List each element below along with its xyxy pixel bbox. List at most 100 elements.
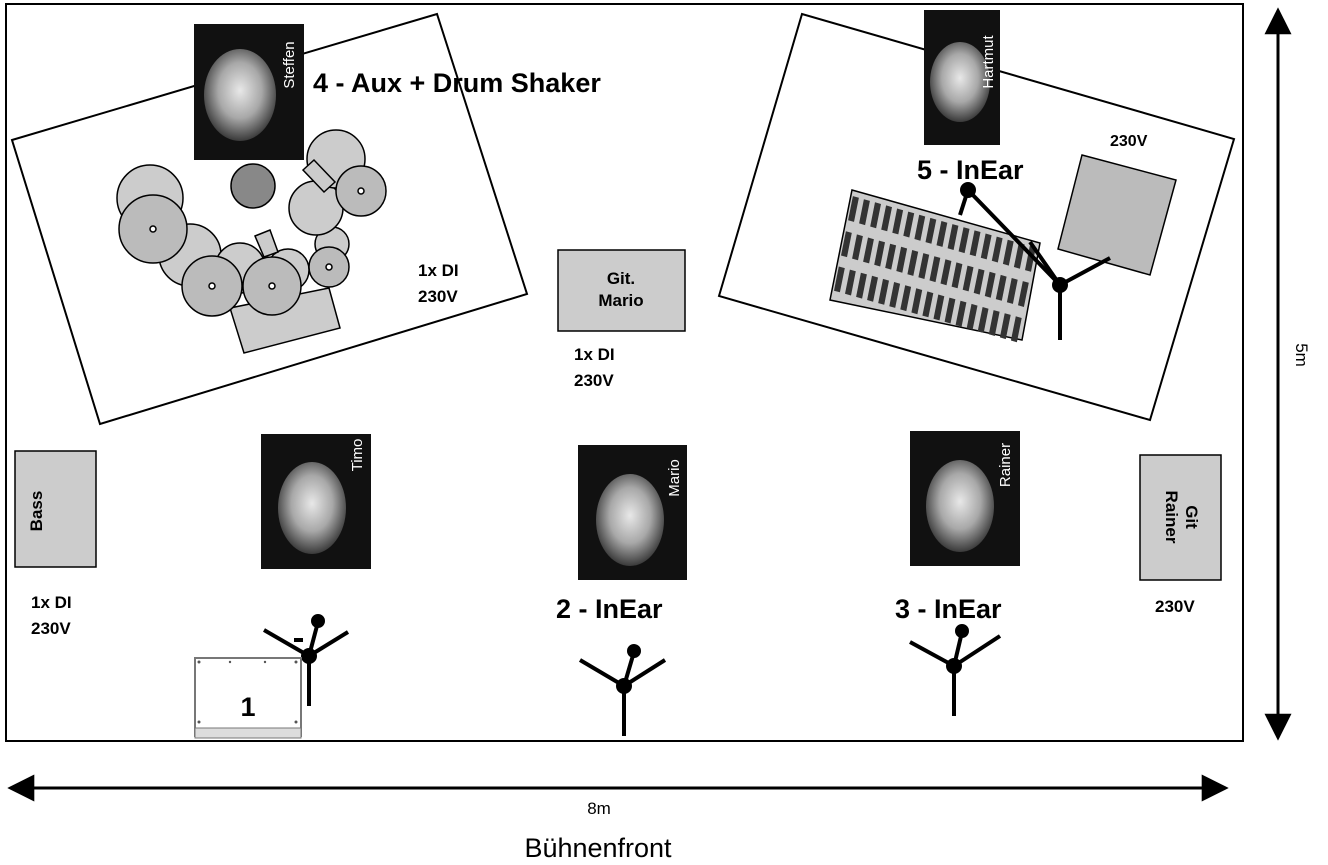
name-timo: Timo [349,439,366,472]
keyboard-key [881,205,892,232]
amp-git-rainer [1139,454,1222,581]
drum-di: 1x DI [418,261,459,280]
keyboard-key [889,282,901,308]
pedal [301,158,337,194]
keyboard-key [907,250,919,276]
keyboard-power: 230V [1110,133,1148,150]
cymbal-center [268,282,276,290]
keyboard-key [973,268,985,295]
keyboard-key [925,217,937,244]
photo-timo: Timo [261,434,371,569]
keyboard-key [900,285,912,312]
keyboard-key [1006,278,1018,304]
cymbal-center [357,187,365,195]
photo-mario: Mario [578,445,687,580]
keyboard-key [834,266,845,293]
keyboard-key [947,224,959,250]
keyboard-key [1025,245,1036,272]
keyboard-key [859,199,870,226]
keyboard-key [929,256,941,283]
pedal [254,229,279,258]
cymbal-center [208,282,216,290]
keyboard-key [856,272,867,299]
mic-stand-rainer [909,624,1002,716]
height-label: 5m [1292,343,1311,367]
drum-power: 230V [418,287,458,306]
tom [288,180,344,236]
keyboard-key [969,230,981,257]
keyboard-key [944,297,956,324]
monitor-2-label: 2 - InEar [556,594,663,624]
name-steffen: Steffen [281,41,298,88]
monitor-1-label: 1 [240,692,255,722]
keyboard-key [845,269,856,296]
photo-hartmut: Hartmut [924,10,1000,145]
amp-git-mario-label: Mario [598,291,643,310]
amp-git-mario-label: Git. [607,269,635,288]
keyboard-key [933,294,945,321]
name-mario: Mario [666,459,683,497]
keyboard-key [962,265,974,292]
amp-git-mario [557,249,686,332]
keyboard-key [863,237,874,264]
keyboard-key [1010,316,1022,343]
wedge-monitor-1 [194,657,302,739]
keyboard-key [958,227,970,254]
keyboard-riser [717,12,1236,422]
photo-steffen: Steffen [194,24,304,160]
bass-power: 230V [31,619,71,638]
keyboard-key [984,271,996,298]
keyboard-key [980,233,992,260]
git-rainer-power: 230V [1155,597,1195,616]
keyboard-key [870,202,881,229]
keyboard-key [841,231,852,258]
keyboard-key [896,246,908,273]
amp-git-rainer-label: Git [1182,505,1201,529]
keyboard-key [988,310,1000,336]
keyboard-key [940,259,952,286]
keyboard-key [977,307,989,333]
photo-rainer: Rainer [910,431,1020,566]
bass-di: 1x DI [31,593,72,612]
name-hartmut: Hartmut [980,34,997,88]
cymbal-center [149,225,157,233]
keyboard-key [918,253,930,279]
keyboard-key [885,243,897,270]
drum-kit [116,129,387,354]
keyboard-key [892,208,904,235]
mic-stand-mario [578,644,667,736]
git-mario-power: 230V [574,371,614,390]
amp-bass-label: Bass [27,491,46,532]
stage-front-label: Bühnenfront [524,833,672,863]
cymbal-center [325,263,333,271]
monitor-4-label: 4 - Aux + Drum Shaker [313,68,601,98]
keyboard-key [878,278,889,305]
keyboard-key [848,196,859,222]
git-mario-di: 1x DI [574,345,615,364]
width-label: 8m [587,799,611,818]
keyboard-key [966,303,978,330]
keyboard-key [914,214,926,241]
keyboard-key [874,240,885,267]
keyboard-key [951,262,963,289]
amp-git-rainer-label: Rainer [1162,491,1181,544]
mic-stand-timo [262,614,350,706]
stage-outline [5,3,1244,742]
keyboard-key [955,300,967,327]
snare [230,163,276,209]
keyboard-key [1013,242,1025,269]
keyboard-key [903,211,915,238]
name-rainer: Rainer [997,443,1014,487]
amp-bass [14,450,97,568]
mic-stand-hartmut [958,182,1111,340]
keyboard-amp [1057,154,1177,276]
keyboard-key [852,234,863,261]
keyboard-key [867,275,878,302]
keyboard-key [936,221,948,247]
keyboard-key [995,274,1007,301]
keyboard-key [911,288,923,315]
keyboard-key [1018,281,1029,307]
monitor-5-label: 5 - InEar [917,155,1024,185]
keyboard-key [991,236,1003,263]
